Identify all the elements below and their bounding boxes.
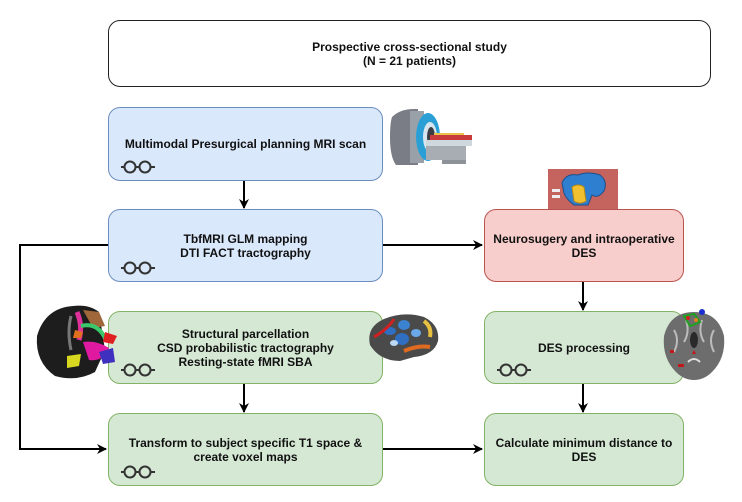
mri-scanner-image — [390, 109, 472, 165]
step-mri-scan: Multimodal Presurgical planning MRI scan — [108, 107, 383, 181]
study-box: Prospective cross-sectional study (N = 2… — [108, 20, 711, 87]
step-label-line2: DTI FACT tractography — [180, 245, 311, 260]
glasses-icon — [121, 465, 155, 479]
glasses-icon — [121, 363, 155, 377]
step-label-line1: Neurosugery and intraoperative — [493, 231, 675, 246]
step-label-line2: create voxel maps — [193, 449, 298, 464]
step-label-line1: Transform to subject specific T1 space & — [128, 435, 363, 450]
coronal-slice-image — [663, 309, 725, 380]
step-calculate: Calculate minimum distance to DES — [484, 413, 684, 486]
tractography-image — [36, 305, 117, 379]
step-structural: Structural parcellation CSD probabilisti… — [108, 311, 383, 384]
step-transform: Transform to subject specific T1 space &… — [108, 413, 383, 486]
step-neurosurgery: Neurosugery and intraoperative DES — [484, 209, 684, 282]
step-tbfmri: TbfMRI GLM mapping DTI FACT tractography — [108, 209, 383, 282]
glasses-icon — [121, 160, 155, 174]
step-label: Multimodal Presurgical planning MRI scan — [124, 137, 367, 151]
step-label-line2: DES — [571, 245, 597, 260]
intraoperative-image — [548, 169, 618, 209]
step-label-line1: Calculate minimum distance to — [495, 435, 673, 450]
glasses-icon — [121, 261, 155, 275]
study-sample-size: (N = 21 patients) — [362, 53, 457, 68]
step-label-line2: DES — [571, 449, 597, 464]
step-label-line1: TbfMRI GLM mapping — [183, 231, 308, 246]
study-title: Prospective cross-sectional study — [312, 39, 507, 54]
step-label-line1: Structural parcellation — [181, 326, 310, 341]
step-label-line3: Resting-state fMRI SBA — [178, 354, 313, 369]
step-label: DES processing — [537, 340, 631, 355]
fmri-brain-image — [369, 314, 439, 361]
step-des-processing: DES processing — [484, 311, 684, 384]
step-label-line2: CSD probabilistic tractography — [157, 340, 334, 355]
glasses-icon — [497, 363, 531, 377]
